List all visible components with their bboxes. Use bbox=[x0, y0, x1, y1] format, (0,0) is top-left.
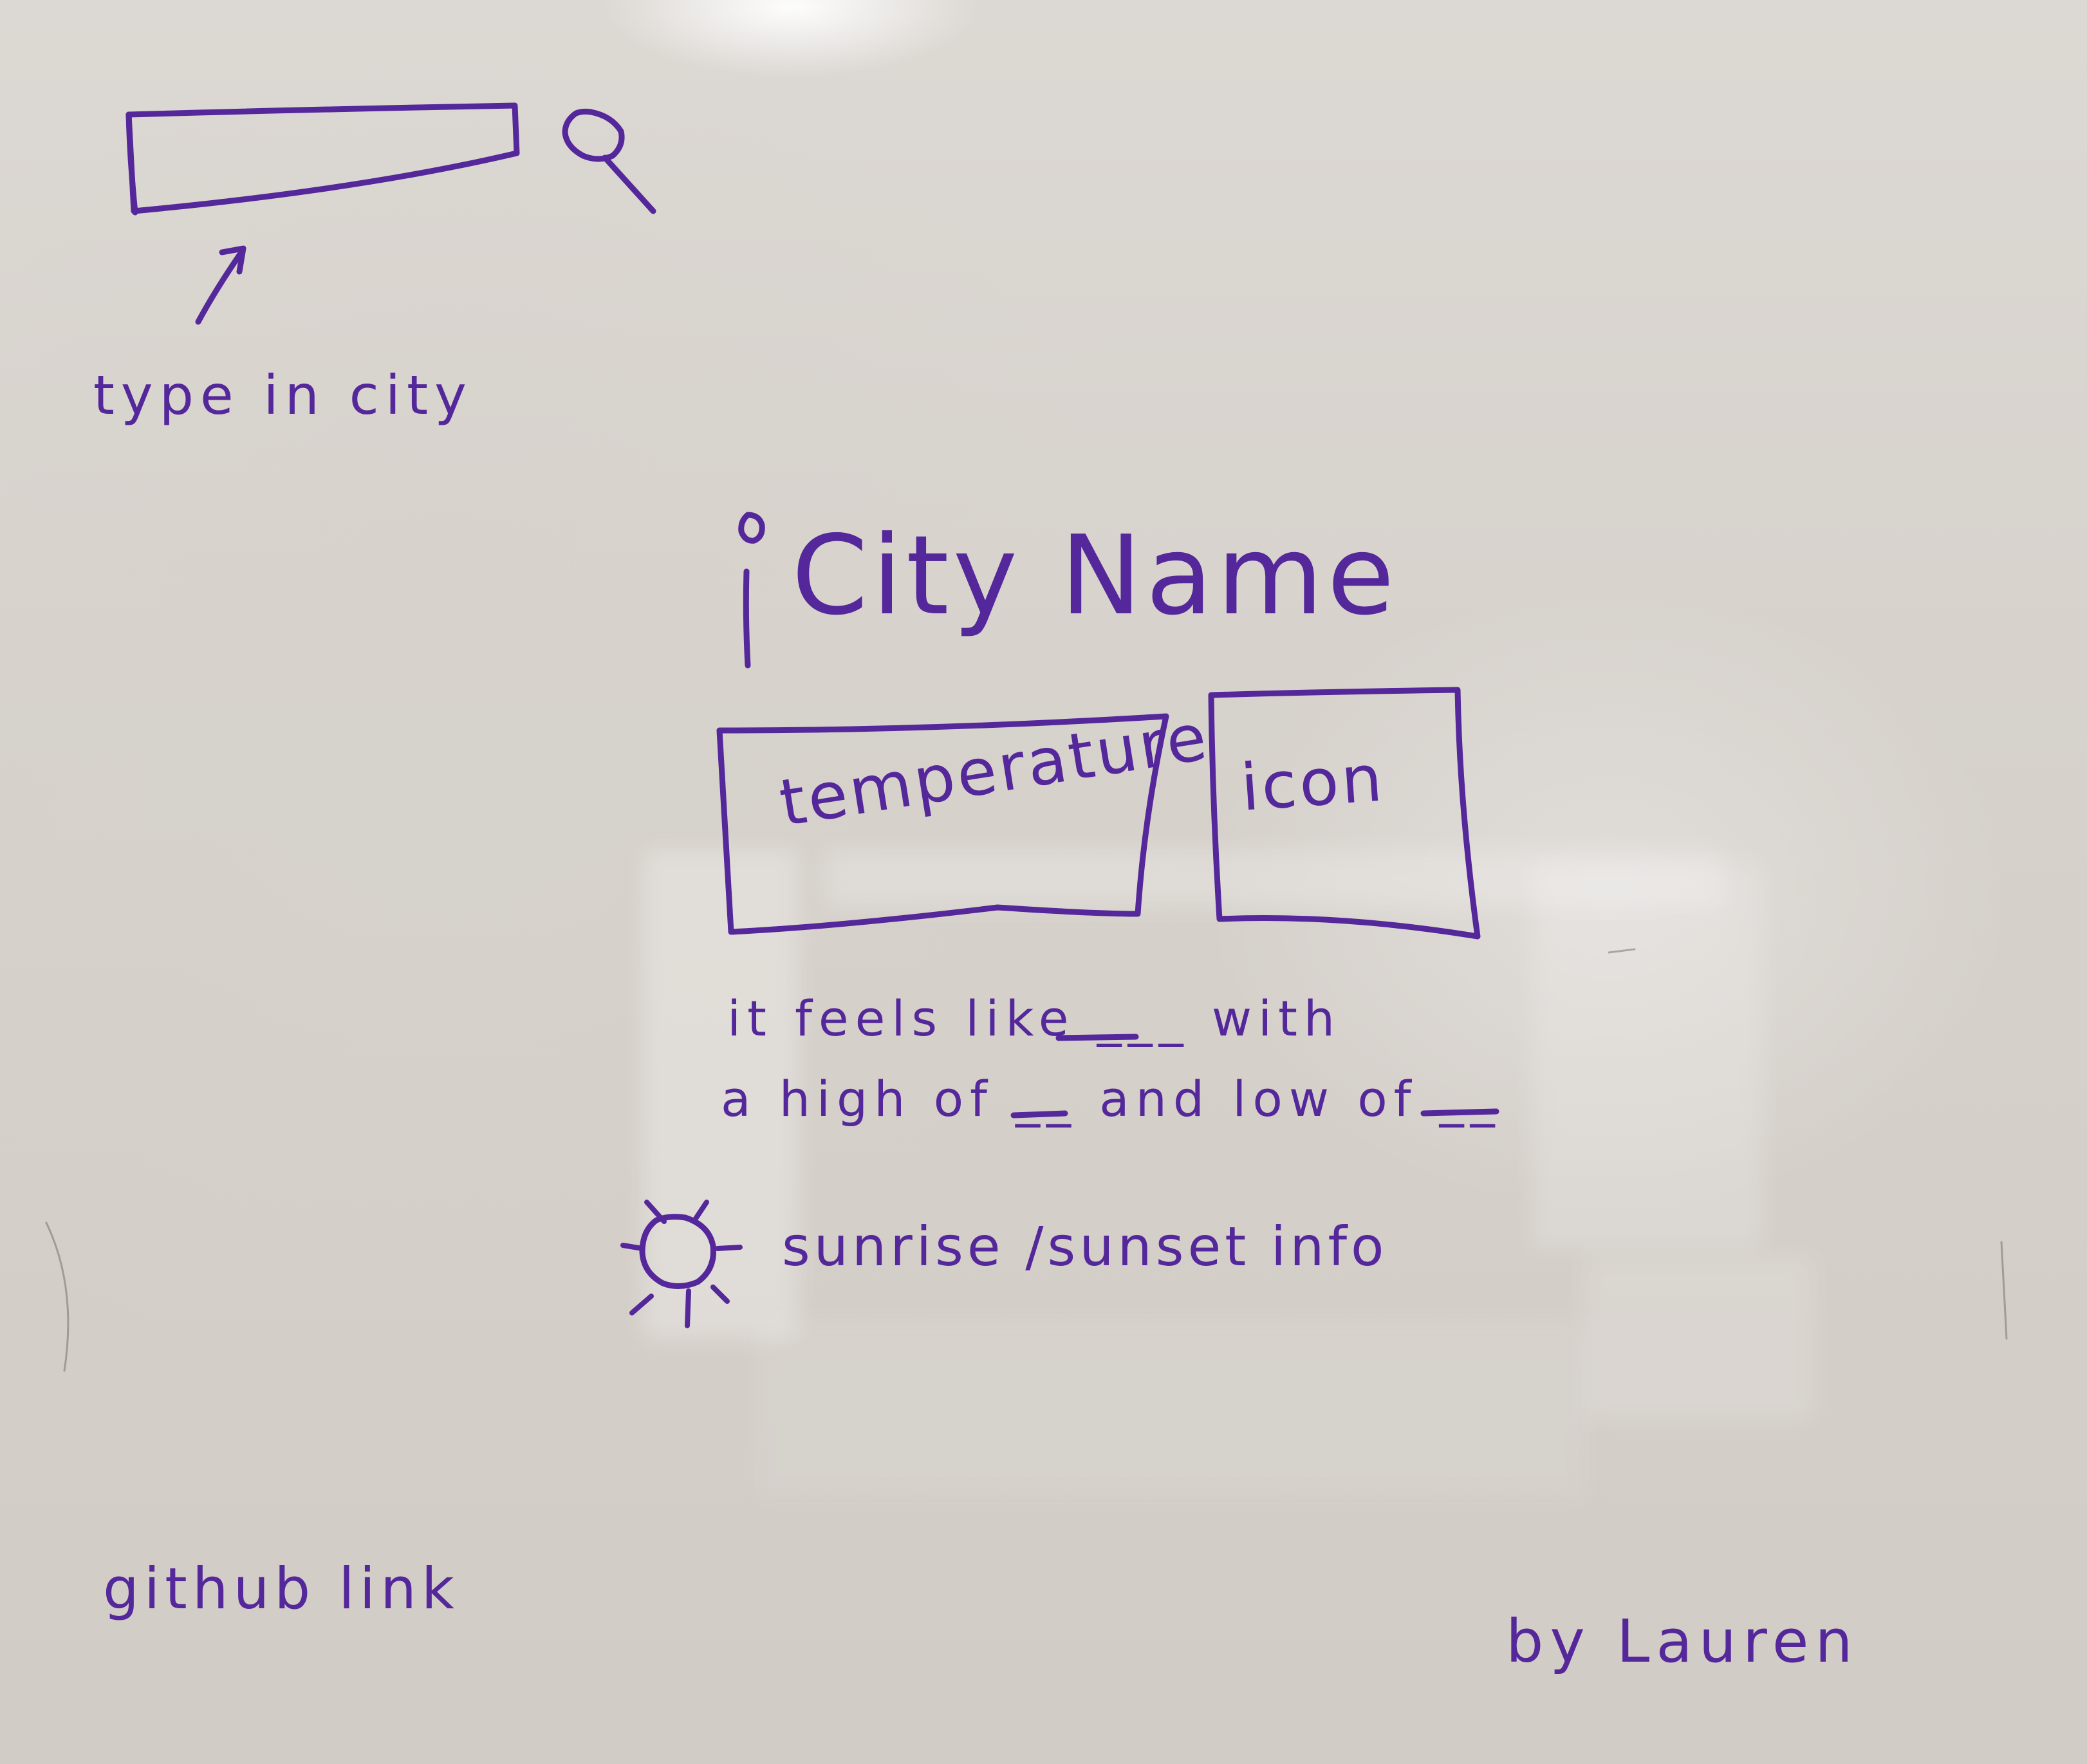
arrow-icon bbox=[195, 245, 246, 325]
search-annotation: type in city bbox=[93, 364, 473, 427]
search-box-sketch bbox=[125, 102, 520, 214]
temperature-box-sketch bbox=[716, 713, 1169, 935]
sun-info-label: sunrise /sunset info bbox=[782, 1215, 1388, 1278]
search-box-sketch-edge bbox=[125, 111, 138, 216]
glare-reflection bbox=[753, 1319, 1590, 1499]
search-icon bbox=[562, 108, 656, 214]
byline: by Lauren bbox=[1506, 1607, 1859, 1676]
blank-line bbox=[1055, 1034, 1139, 1041]
github-link[interactable]: github link bbox=[103, 1555, 459, 1622]
board-smudge bbox=[1608, 948, 1636, 954]
city-name-heading: City Name bbox=[792, 512, 1398, 640]
feels-like-line-2: a high of __ and low of __ bbox=[721, 1070, 1501, 1128]
board-smudge bbox=[2000, 1241, 2008, 1340]
feels-like-line-1: it feels like ___ with bbox=[727, 990, 1342, 1047]
blank-line bbox=[1010, 1110, 1068, 1119]
icon-box-sketch bbox=[1208, 687, 1481, 940]
location-pin-icon bbox=[738, 512, 765, 669]
glare-reflection bbox=[1532, 862, 1763, 1249]
board-smudge bbox=[45, 1221, 70, 1372]
glare-reflection bbox=[824, 850, 1725, 907]
sun-icon bbox=[620, 1200, 743, 1328]
icon-box-label: icon bbox=[1238, 740, 1387, 826]
blank-line bbox=[1420, 1108, 1499, 1117]
glare-reflection bbox=[1583, 1255, 1815, 1422]
